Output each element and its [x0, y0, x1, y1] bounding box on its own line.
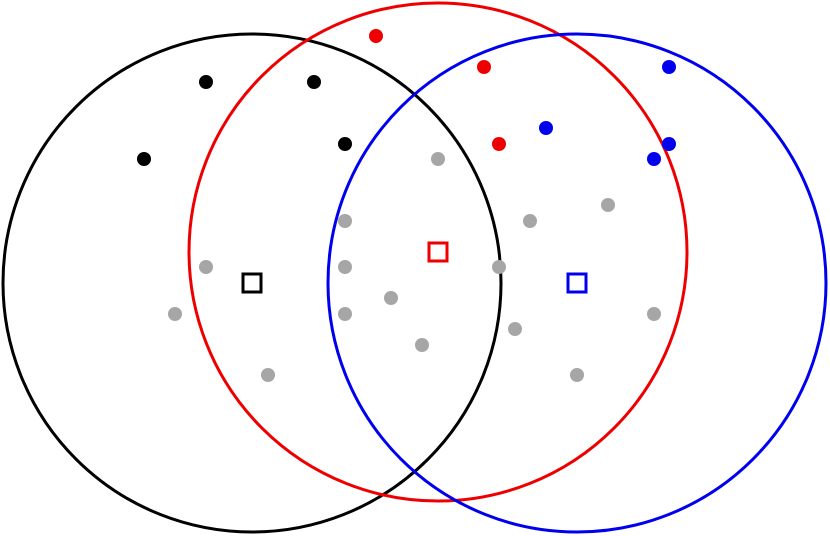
blue-data-point: [662, 60, 676, 74]
black-data-point: [338, 137, 352, 151]
blue-data-point: [647, 152, 661, 166]
gray-data-point: [338, 307, 352, 321]
gray-data-point: [415, 338, 429, 352]
blue-data-point: [539, 121, 553, 135]
gray-data-point: [168, 307, 182, 321]
gray-data-point: [508, 322, 522, 336]
blue-data-point: [662, 137, 676, 151]
gray-data-point: [570, 368, 584, 382]
black-data-point: [307, 75, 321, 89]
gray-data-point: [523, 214, 537, 228]
gray-data-point: [384, 291, 398, 305]
gray-data-point: [601, 198, 615, 212]
black-center-square-icon: [241, 272, 263, 294]
gray-data-point: [199, 260, 213, 274]
blue-cluster-circle: [326, 32, 828, 534]
blue-center-square-icon: [566, 272, 588, 294]
gray-data-point: [431, 152, 445, 166]
gray-data-point: [261, 368, 275, 382]
gray-data-point: [338, 260, 352, 274]
red-data-point: [477, 60, 491, 74]
gray-data-point: [647, 307, 661, 321]
gray-data-point: [338, 214, 352, 228]
red-cluster-circle: [187, 1, 689, 503]
black-data-point: [137, 152, 151, 166]
gray-data-point: [492, 260, 506, 274]
black-cluster-circle: [1, 32, 503, 534]
data-points: [137, 29, 676, 382]
red-data-point: [492, 137, 506, 151]
red-data-point: [369, 29, 383, 43]
red-center-square-icon: [427, 241, 449, 263]
cluster-centers: [241, 241, 588, 294]
black-data-point: [199, 75, 213, 89]
